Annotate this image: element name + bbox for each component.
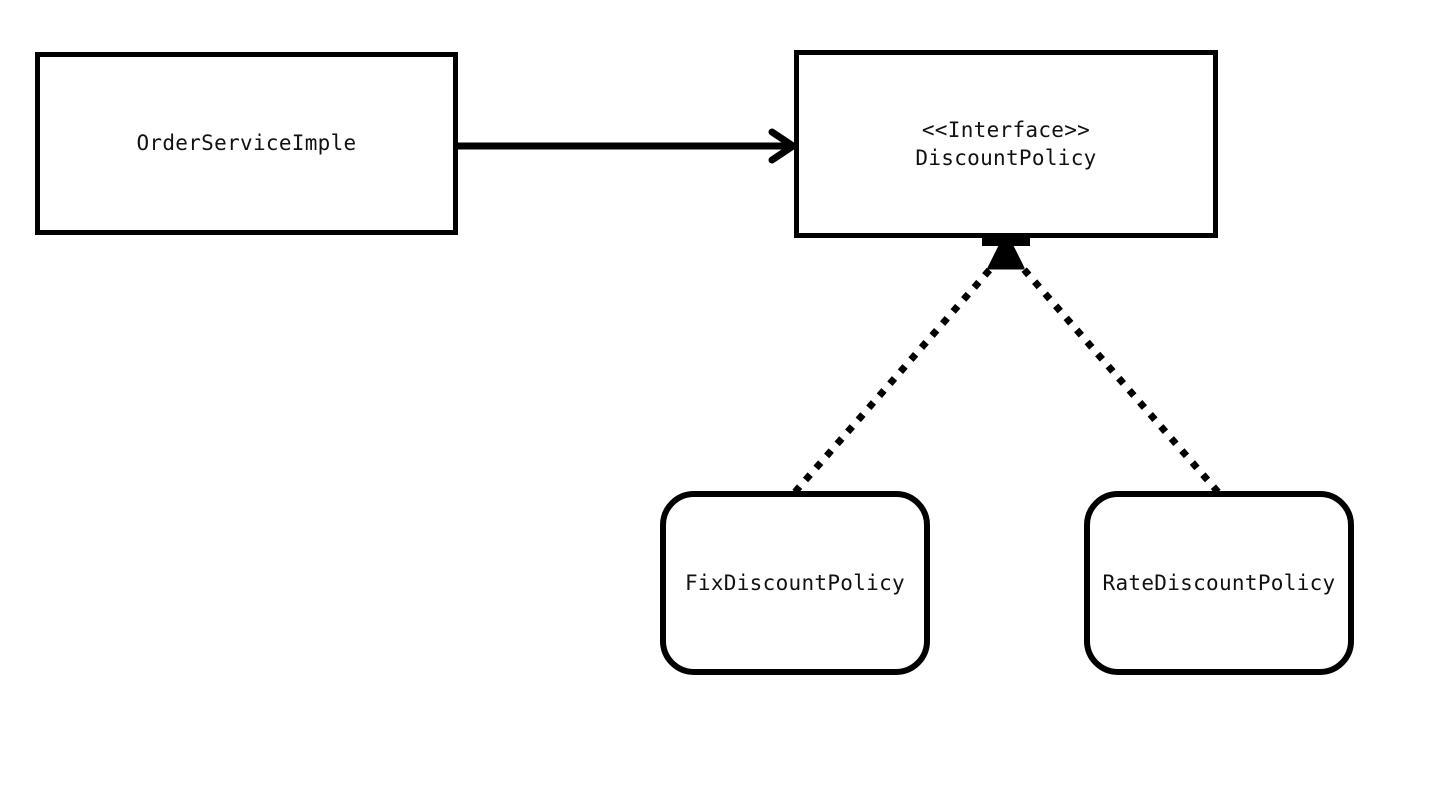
class-label-rate-discount-policy: RateDiscountPolicy <box>1102 570 1336 595</box>
interface-label-group: <<Interface>> DiscountPolicy <box>915 116 1096 173</box>
realization-dotted-line <box>792 255 1003 495</box>
class-box-rate-discount-policy[interactable]: RateDiscountPolicy <box>1084 491 1354 675</box>
edge-uses-association <box>458 128 800 164</box>
class-label-order-service-imple: OrderServiceImple <box>136 131 357 156</box>
class-box-fix-discount-policy[interactable]: FixDiscountPolicy <box>660 491 930 675</box>
edge-rate-realization <box>1011 255 1221 495</box>
class-label-fix-discount-policy: FixDiscountPolicy <box>684 570 906 595</box>
interface-name-label: DiscountPolicy <box>915 146 1097 170</box>
open-arrowhead-icon <box>768 128 800 164</box>
interface-box-discount-policy[interactable]: <<Interface>> DiscountPolicy <box>794 50 1218 238</box>
class-box-order-service-imple[interactable]: OrderServiceImple <box>35 52 458 235</box>
realization-dotted-line <box>1011 255 1221 495</box>
realization-solid-triangle-icon <box>982 232 1030 270</box>
edge-fix-realization <box>792 255 1003 495</box>
interface-stereotype-label: <<Interface>> <box>921 117 1091 142</box>
